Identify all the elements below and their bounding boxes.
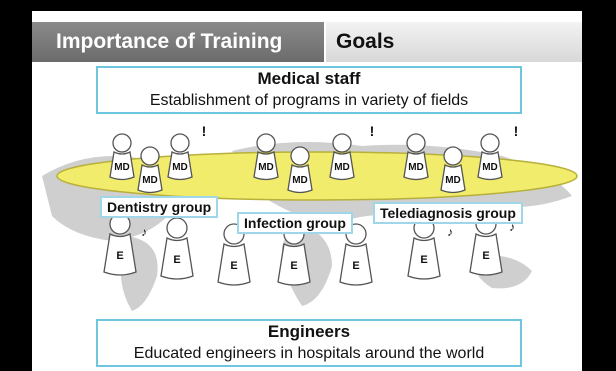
md-label: MD (334, 162, 350, 173)
title-bar: Importance of Training Goals (32, 22, 582, 62)
slide: Importance of Training Goals Medical sta… (32, 11, 582, 371)
md-label: MD (445, 175, 461, 186)
md-label: MD (114, 162, 130, 173)
md-label: MD (142, 175, 158, 186)
dentistry-group-label: Dentistry group (100, 196, 219, 218)
music-note: ♪ (447, 225, 453, 239)
md-label: MD (258, 162, 274, 173)
engineer-label: E (482, 250, 489, 262)
engineer-label: E (290, 260, 297, 272)
engineer-label: E (116, 250, 123, 262)
engineer-label: E (173, 254, 180, 266)
md-label: MD (172, 162, 188, 173)
engineers-box: Engineers Educated engineers in hospital… (96, 319, 522, 367)
engineer-label: E (352, 260, 359, 272)
engineer-label: E (230, 260, 237, 272)
exclamation-mark: ! (370, 123, 375, 139)
engineers-title: Engineers (267, 322, 351, 341)
md-label: MD (292, 175, 308, 186)
tab-goals[interactable]: Goals (326, 22, 582, 62)
engineer-label: E (420, 254, 427, 266)
md-label: MD (408, 162, 424, 173)
infection-group-label: Infection group (237, 212, 353, 234)
tab-importance-of-training[interactable]: Importance of Training (32, 22, 324, 62)
medical-staff-subtitle: Establishment of programs in variety of … (149, 92, 469, 109)
engineers-subtitle: Educated engineers in hospitals around t… (133, 345, 485, 362)
people-figures: MD MD MD MD MD MD MD MD MD ! ! ! (103, 123, 519, 286)
music-note: ♪ (509, 220, 515, 234)
md-label: MD (482, 162, 498, 173)
md-figure (109, 133, 503, 194)
exclamation-mark: ! (514, 123, 519, 139)
medical-staff-title: Medical staff (257, 69, 361, 88)
medical-staff-box: Medical staff Establishment of programs … (96, 66, 522, 114)
telediagnosis-group-label: Telediagnosis group (373, 202, 523, 224)
illustration: MD MD MD MD MD MD MD MD MD ! ! ! (32, 116, 582, 316)
music-note: ♪ (141, 225, 147, 239)
exclamation-mark: ! (202, 123, 207, 139)
